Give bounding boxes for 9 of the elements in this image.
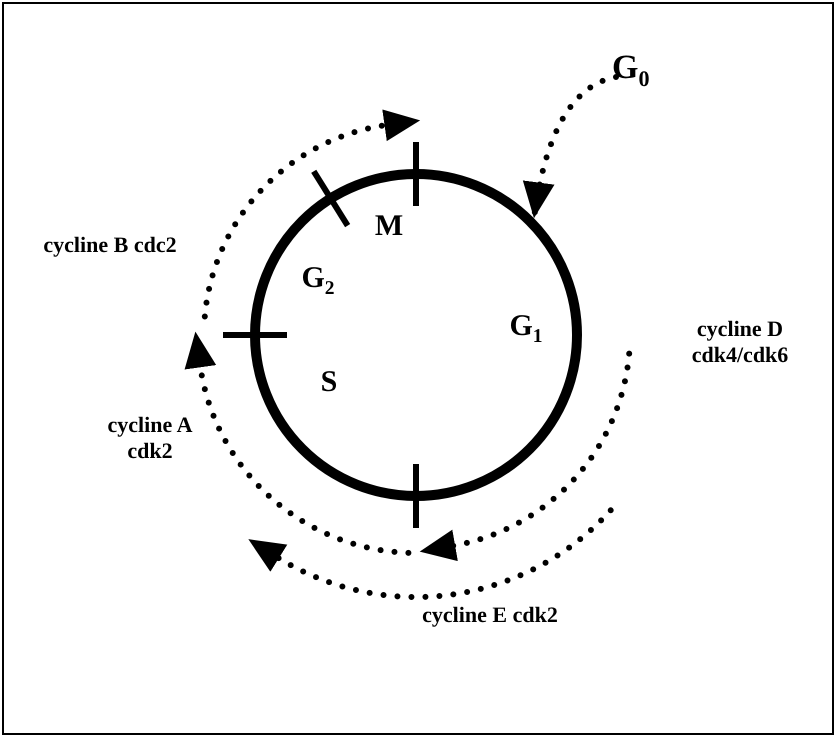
phase-label: G$_{0}$: [612, 48, 682, 98]
cyclin-label: cycline B cdc2: [42, 232, 178, 258]
phase-label: S: [320, 364, 338, 400]
cyclin-label: cycline A cdk2: [106, 412, 194, 465]
phase-label: G$_{2}$: [300, 260, 336, 300]
cyclin-label: cycline E cdk2: [421, 602, 559, 628]
phase-label: G$_{1}$: [508, 308, 544, 348]
cyclin-label: cycline D cdk4/cdk6: [690, 316, 790, 369]
phase-label: M: [374, 208, 404, 244]
